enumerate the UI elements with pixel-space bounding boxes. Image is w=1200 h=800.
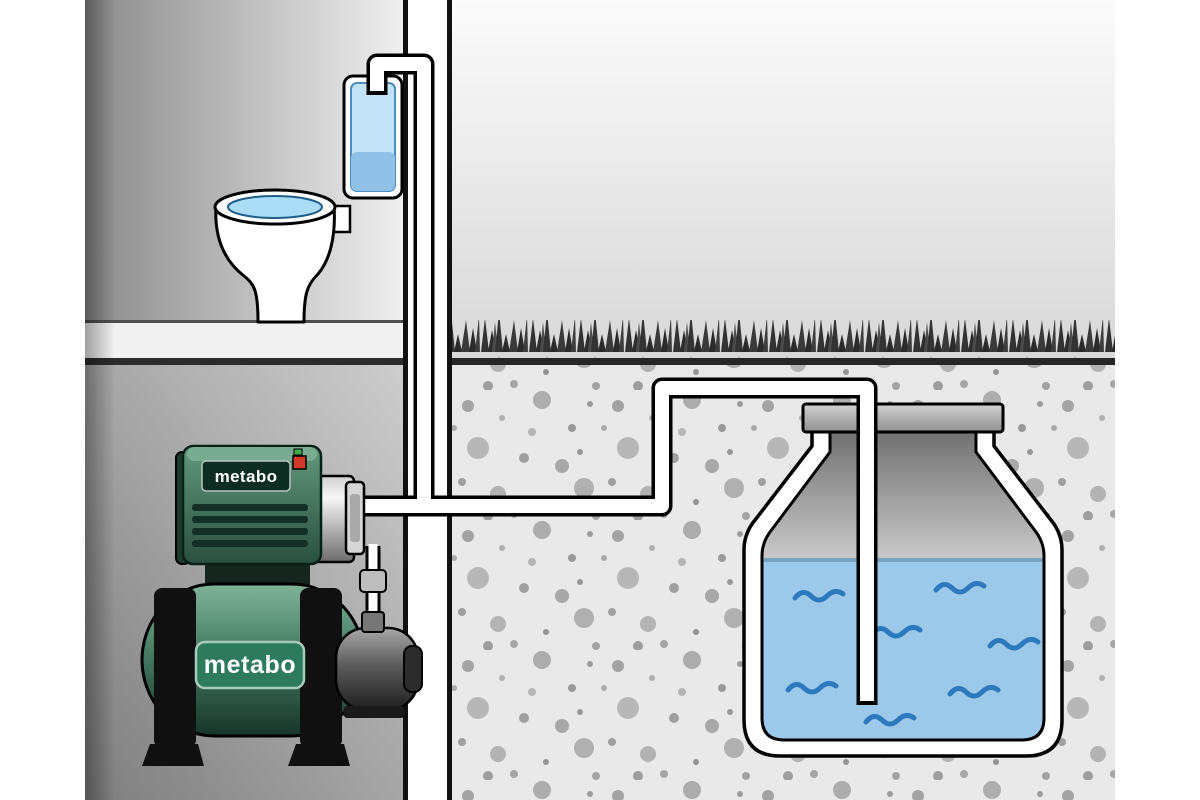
water-surface-line [762,558,1044,562]
indicator-red [292,455,307,470]
pump-head-vents [192,504,308,547]
grass [452,320,1115,364]
fittings [344,480,387,633]
tank-strap-left [154,588,196,748]
vent-slat [192,540,308,547]
toilet [213,74,404,324]
floor-slab-top-edge [85,320,403,323]
vent-slat [192,516,308,523]
pump-head-top-highlight [187,447,317,461]
toilet-bowl [214,204,336,324]
floor-slab [85,320,403,365]
auxiliary-pump-foot [344,706,404,718]
tank-foot-right [288,744,350,766]
water-wave [863,712,917,727]
vent-slat [192,528,308,535]
flush-tank-water-shade [351,152,395,191]
tank-brand-plate [194,640,306,690]
water-wave [987,636,1041,651]
pipes [350,53,878,705]
tank-strap-right [300,588,342,748]
cistern-inner-wall-line [760,406,1046,742]
toilet-water [227,195,323,219]
auxiliary-pump-end-cap [403,645,423,693]
wall-cavity-right-line [447,0,452,800]
riser-pipe [370,57,431,513]
sky [452,0,1115,365]
pump-unit: metabo metabo [140,444,423,766]
water-wave [792,588,846,603]
pump-brand-label: metabo [215,467,278,486]
tank-brand-label: metabo [204,651,297,679]
suction-pipe [350,381,874,701]
auxiliary-pump-inlet [361,611,385,633]
vent-slat [192,504,308,511]
cistern-water [762,558,1044,740]
pump-brand-plate [201,460,291,492]
left-wall-shade [85,0,115,800]
cistern-lid [801,402,1005,434]
outlet-flange-hub [350,494,360,542]
ground-line [452,358,1115,365]
water-wave [933,580,987,595]
indicator-green [293,448,303,456]
floor-slab-bottom-edge [85,358,403,365]
water-wave [869,624,923,639]
water-wave [785,680,839,695]
tank-foot-left [142,744,204,766]
wall-cavity-left-line [403,0,408,800]
check-valve [359,569,387,593]
water-wave [947,684,1001,699]
